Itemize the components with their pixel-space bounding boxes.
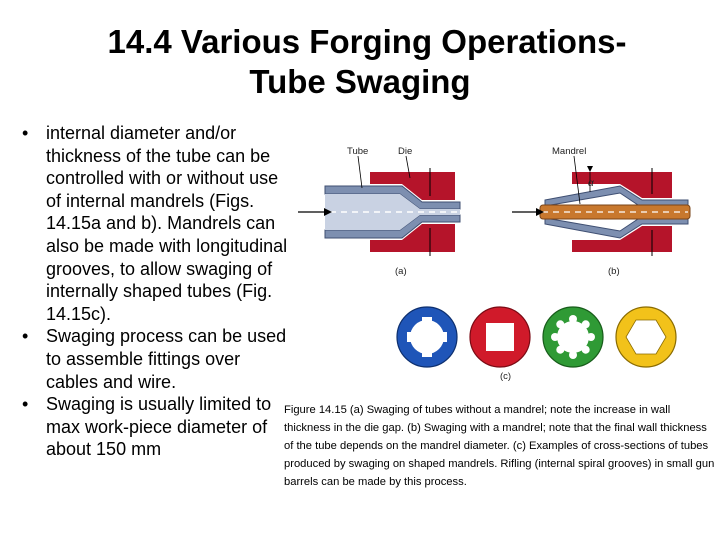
- bullet-item: • Swaging process can be used to assembl…: [22, 325, 292, 393]
- lower-die-a: [370, 224, 455, 252]
- cross-section-notched-blue: [396, 306, 458, 368]
- alpha-arrowhead: [587, 166, 593, 172]
- title-line-1: 14.4 Various Forging Operations-: [107, 23, 627, 60]
- bullet-text: internal diameter and/or thickness of th…: [46, 123, 288, 324]
- cross-section-hex-yellow: [615, 306, 677, 368]
- mandrel-label: Mandrel: [552, 146, 586, 157]
- panel-b-diagram: α Mandrel (b): [512, 146, 691, 277]
- bullet-dot-icon: •: [22, 326, 29, 347]
- cross-section-square-red: [469, 306, 531, 368]
- bullet-text: Swaging is usually limited to max work-p…: [46, 394, 272, 460]
- feed-arrowhead-b: [536, 208, 544, 216]
- tube-label: Tube: [347, 146, 368, 157]
- upper-die-a: [370, 172, 455, 200]
- panel-b-label: (b): [608, 266, 620, 277]
- die-label: Die: [398, 146, 412, 157]
- bullet-dot-icon: •: [22, 394, 29, 415]
- tube-leader: [357, 155, 363, 189]
- bullet-dot-icon: •: [22, 123, 29, 143]
- panel-a-diagram: Tube Die (a): [298, 146, 461, 277]
- title-line-2: Tube Swaging: [249, 63, 471, 100]
- die-leader: [405, 155, 411, 179]
- panel-c-label: (c): [500, 371, 511, 382]
- figure-caption: Figure 14.15 (a) Swaging of tubes withou…: [284, 404, 715, 488]
- mandrel-leader: [573, 155, 581, 205]
- cross-section-spline-green: [542, 306, 604, 368]
- alpha-label: α: [588, 178, 594, 189]
- swaging-figure: Tube Die (a) α: [290, 112, 720, 402]
- slide-title: 14.4 Various Forging Operations- Tube Sw…: [0, 22, 720, 102]
- figure-illustration: Tube Die (a) α: [298, 146, 691, 382]
- bullet-list: • internal diameter and/or thickness of …: [22, 122, 292, 461]
- panel-c-cross-sections: (c): [396, 306, 677, 382]
- upper-die-b: [572, 172, 672, 198]
- bullet-item: • internal diameter and/or thickness of …: [22, 122, 292, 325]
- bullet-item: • Swaging is usually limited to max work…: [22, 393, 292, 461]
- feed-arrowhead-a: [324, 208, 332, 216]
- panel-a-label: (a): [395, 266, 407, 277]
- lower-die-b: [572, 226, 672, 252]
- tube-interior-a: [325, 194, 460, 230]
- bullet-text: Swaging process can be used to assemble …: [46, 326, 287, 392]
